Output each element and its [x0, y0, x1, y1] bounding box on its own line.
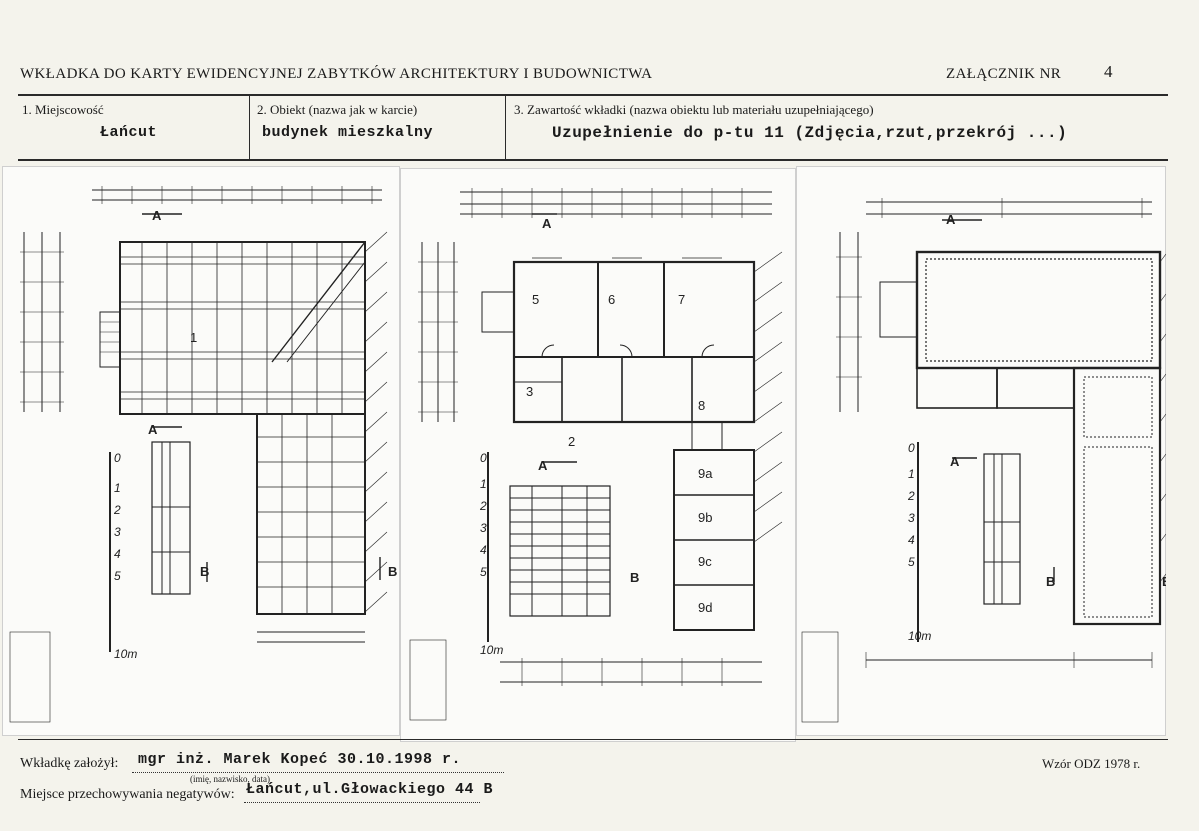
- plan2-room-9c: 9c: [698, 554, 712, 569]
- plan3-scale-4: 4: [908, 533, 915, 547]
- header-top-rule: [18, 94, 1168, 96]
- plan1-scale-4: 4: [114, 547, 121, 561]
- object-value: budynek mieszkalny: [262, 124, 434, 141]
- founded-value: mgr inż. Marek Kopeć 30.10.1998 r.: [138, 751, 462, 768]
- plan1-scale-3: 3: [114, 525, 121, 539]
- plan1-scale-2: 2: [113, 503, 121, 517]
- plan2-section-a-lower: A: [538, 458, 548, 473]
- plan2-scale-1: 1: [480, 477, 487, 491]
- plan2-scale-0: 0: [480, 451, 487, 465]
- sheet-title: WKŁADKA DO KARTY EWIDENCYJNEJ ZABYTKÓW A…: [20, 66, 653, 82]
- drawing-sheet-1: [2, 166, 400, 736]
- header-bottom-rule: [18, 159, 1168, 161]
- locality-value: Łańcut: [100, 124, 158, 141]
- plan2-room-8: 8: [698, 398, 705, 413]
- plan-3-basement: [801, 198, 1166, 723]
- plan3-scale-3: 3: [908, 511, 915, 525]
- contents-value: Uzupełnienie do p-tu 11 (Zdjęcia,rzut,pr…: [552, 124, 1068, 142]
- plan2-room-2: 2: [568, 434, 575, 449]
- founded-label: Wkładkę założył:: [20, 756, 119, 771]
- object-label: 2. Obiekt (nazwa jak w karcie): [257, 102, 418, 117]
- annex-number: 4: [1104, 62, 1113, 81]
- form-code: Wzór ODZ 1978 r.: [1042, 756, 1141, 771]
- plan3-scale-10m: 10m: [908, 629, 931, 643]
- plan2-room-6: 6: [608, 292, 615, 307]
- plan3-section-a-lower: A: [950, 454, 960, 469]
- plan3-scale-0: 0: [908, 441, 915, 455]
- storage-label: Miejsce przechowywania negatywów:: [20, 787, 235, 802]
- floor-plans-svg: 1 A A B B 0 1 2 3 4 5 10m 5 6 7 3 2: [9, 186, 1166, 723]
- plan2-section-a: A: [542, 216, 552, 231]
- plan1-scale-5: 5: [114, 569, 121, 583]
- plan3-scale-1: 1: [908, 467, 915, 481]
- plan2-scale-3: 3: [480, 521, 487, 535]
- contents-label: 3. Zawartość wkładki (nazwa obiektu lub …: [514, 102, 874, 117]
- plan1-section-b-right: B: [388, 564, 397, 579]
- annex-label: ZAŁĄCZNIK NR: [946, 66, 1062, 82]
- plan2-room-3: 3: [526, 384, 533, 399]
- plan2-room-7: 7: [678, 292, 685, 307]
- plan1-scale-1: 1: [114, 481, 121, 495]
- footer-rule: [18, 739, 1168, 740]
- plan2-scale-2: 2: [479, 499, 487, 513]
- plan2-room-9b: 9b: [698, 510, 712, 525]
- plan1-room-label: 1: [190, 330, 197, 345]
- plan1-section-a-lower: A: [148, 422, 158, 437]
- founded-hint: (imię, nazwisko, data): [190, 774, 270, 784]
- field-divider-1: [249, 96, 250, 159]
- plan3-section-a: A: [946, 212, 956, 227]
- plan1-scale-0: 0: [114, 451, 121, 465]
- plan2-room-9a: 9a: [698, 466, 713, 481]
- locality-label: 1. Miejscowość: [22, 102, 104, 117]
- plan3-scale-5: 5: [908, 555, 915, 569]
- founded-dotted-line: [132, 772, 504, 773]
- field-divider-2: [505, 96, 506, 159]
- plan2-scale-4: 4: [480, 543, 487, 557]
- plan2-room-9d: 9d: [698, 600, 712, 615]
- storage-dotted-line: [244, 802, 480, 803]
- plan-1-roof-framing: [9, 186, 388, 723]
- plan3-section-b-right: B: [1162, 574, 1166, 589]
- plan1-scale-10m: 10m: [114, 647, 137, 661]
- plan3-section-b: B: [1046, 574, 1055, 589]
- architectural-drawings: 1 A A B B 0 1 2 3 4 5 10m 5 6 7 3 2: [2, 162, 1166, 742]
- plan1-section-a: A: [152, 208, 162, 223]
- plan1-section-b: B: [200, 564, 209, 579]
- plan2-room-5: 5: [532, 292, 539, 307]
- plan2-scale-5: 5: [480, 565, 487, 579]
- plan-2-ground-floor: [409, 188, 783, 721]
- storage-value: Łańcut,ul.Głowackiego 44 B: [246, 781, 494, 798]
- plan3-scale-2: 2: [907, 489, 915, 503]
- plan2-section-b: B: [630, 570, 639, 585]
- plan2-scale-10m: 10m: [480, 643, 503, 657]
